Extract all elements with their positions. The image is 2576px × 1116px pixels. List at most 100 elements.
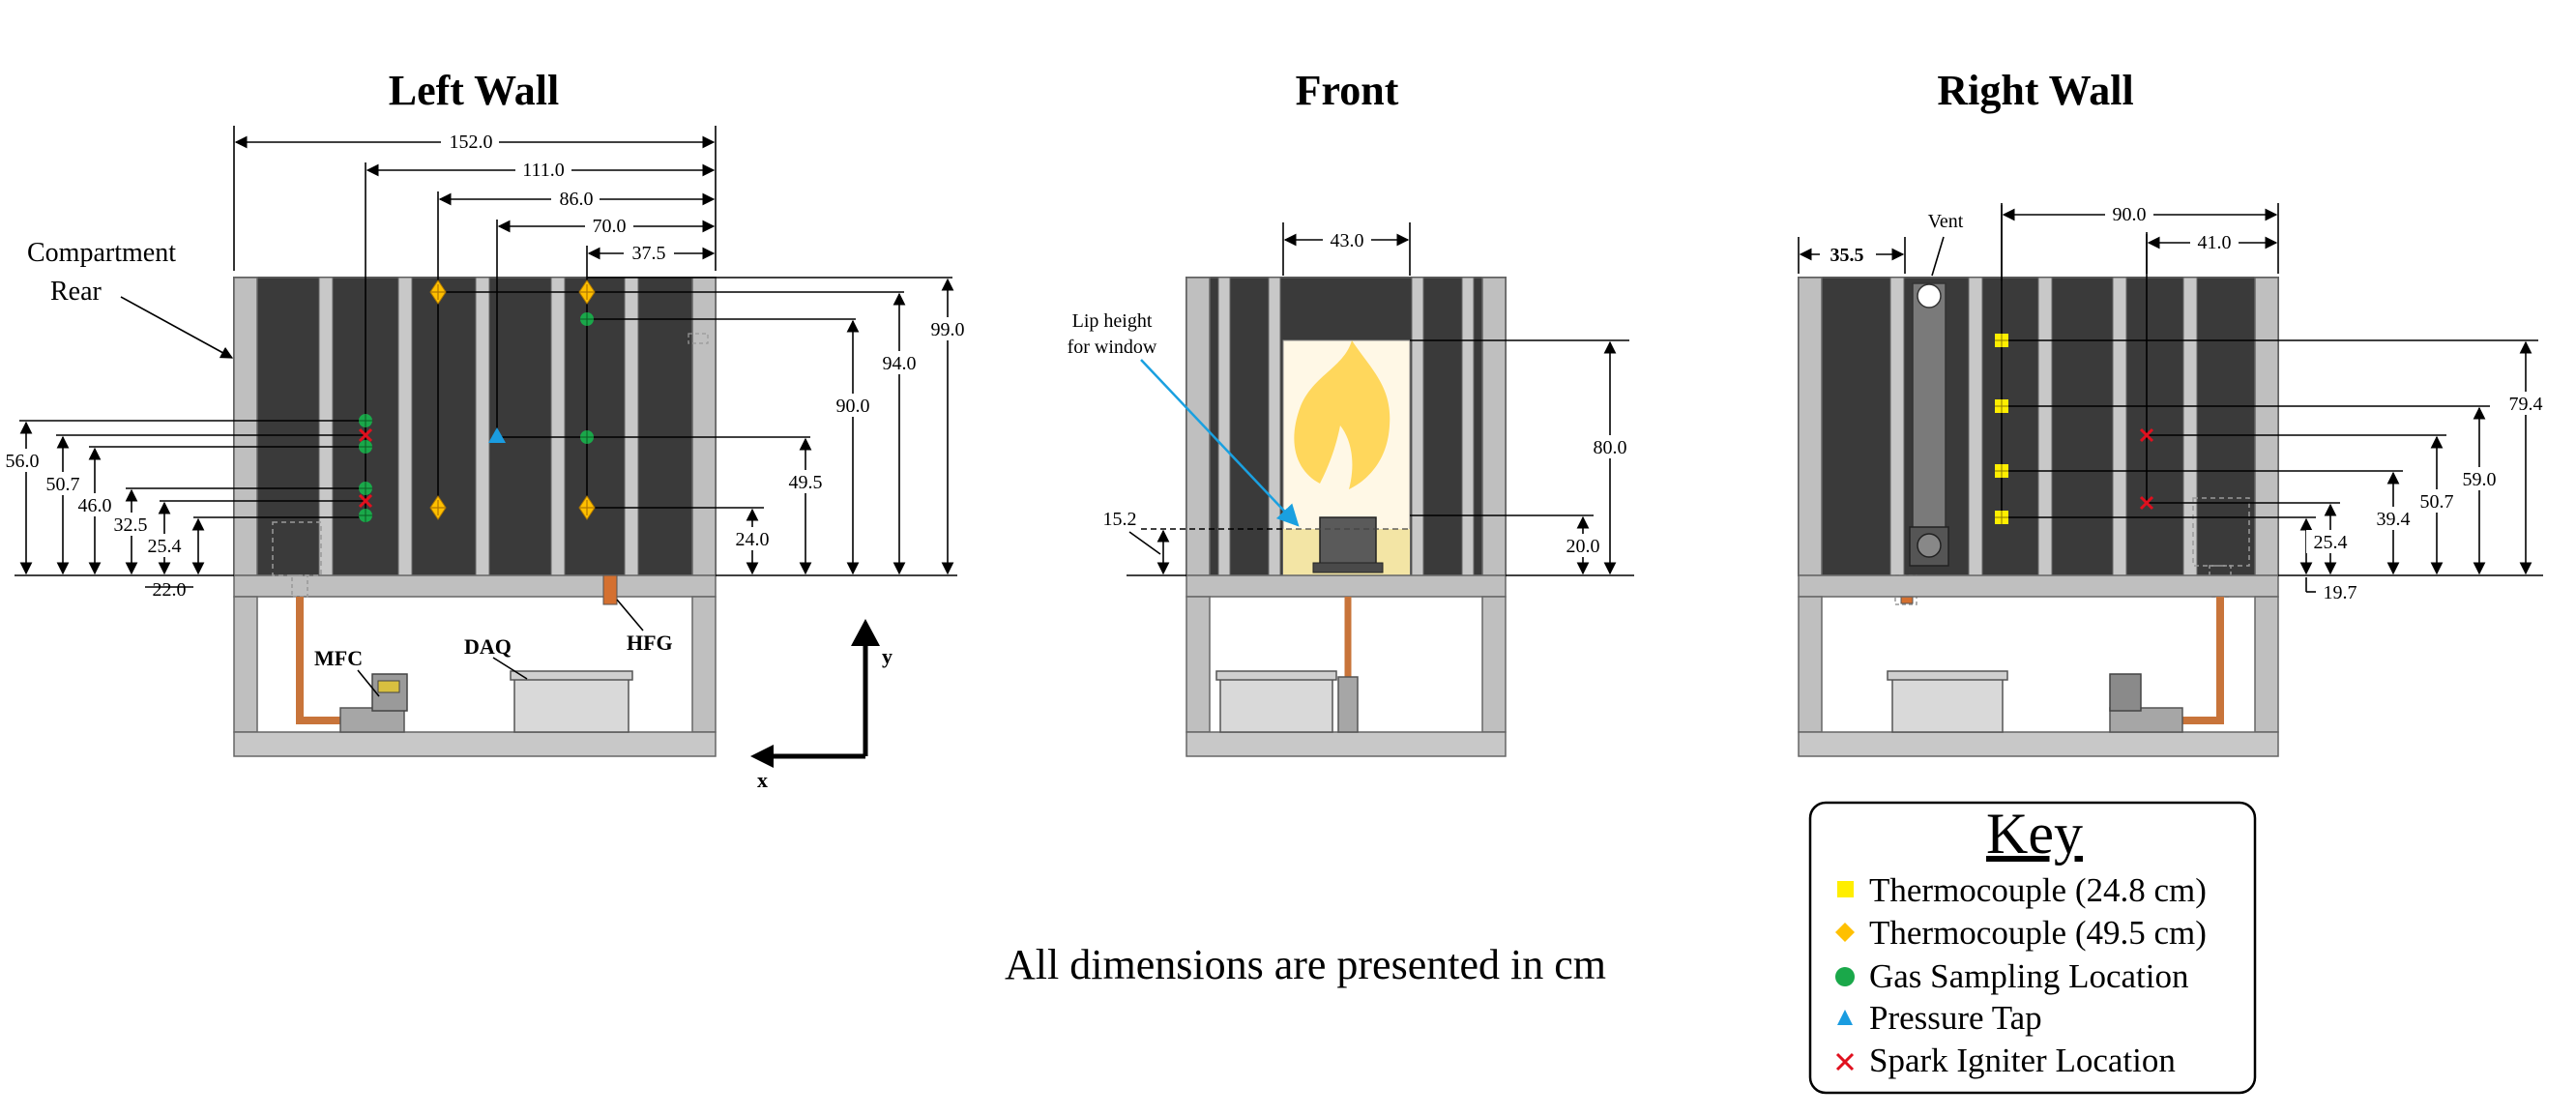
key-item-thermocouple-49: Thermocouple (49.5 cm) <box>1835 914 2207 952</box>
dim-39: 39.4 <box>2377 509 2411 530</box>
dim-49: 49.5 <box>789 472 823 493</box>
left-fuel-pipe <box>296 597 340 724</box>
compartment-rear-label-line1: Compartment <box>27 238 176 268</box>
right-wall-view: Right Wall <box>1798 67 2550 757</box>
green-circle-icon <box>1835 967 1855 986</box>
legend-key: Key Thermocouple (24.8 cm) Thermocouple … <box>1808 801 2257 1095</box>
dim-152: 152.0 <box>450 132 493 153</box>
dim-25-right: 25.4 <box>2314 532 2348 553</box>
dim-80: 80.0 <box>1594 437 1627 458</box>
dim-86: 86.0 <box>560 189 594 210</box>
left-wall-base <box>233 731 717 757</box>
dim-15: 15.2 <box>1103 509 1137 530</box>
left-wall-floor <box>233 574 717 598</box>
red-x-icon <box>2139 495 2154 511</box>
dim-50: 50.7 <box>46 474 80 495</box>
left-right-dimensions: 99.0 94.0 90.0 49.5 24.0 <box>728 278 972 575</box>
dim-46: 46.0 <box>78 495 112 516</box>
key-item-spark-igniter: Spark Igniter Location <box>1835 1042 2176 1079</box>
daq-label: DAQ <box>464 634 512 659</box>
key-title: Key <box>1986 802 2083 866</box>
dim-56: 56.0 <box>6 451 40 472</box>
dim-37: 37.5 <box>632 243 666 264</box>
key-item-pressure-tap: Pressure Tap <box>1837 999 2042 1037</box>
dim-35: 35.5 <box>1830 245 1864 266</box>
dim-32: 32.5 <box>114 514 148 536</box>
key-item-label: Pressure Tap <box>1869 999 2042 1037</box>
xy-axis: y x <box>750 619 893 792</box>
red-x-icon <box>358 493 373 509</box>
right-sensors <box>1995 334 2154 524</box>
green-circle-icon <box>580 430 594 444</box>
left-wall-panel <box>233 277 717 576</box>
green-circle-icon <box>359 440 372 454</box>
axis-y-label: y <box>882 644 893 668</box>
key-item-thermocouple-24: Thermocouple (24.8 cm) <box>1837 871 2207 909</box>
green-circle-icon <box>359 482 372 495</box>
dim-50-right: 50.7 <box>2420 491 2454 513</box>
dim-19: 19.7 <box>2324 582 2357 603</box>
left-wall-studs <box>318 277 639 576</box>
left-top-dimensions: 152.0 111.0 86.0 70.0 37.5 <box>233 126 717 271</box>
left-left-leaders <box>15 420 366 576</box>
red-x-icon <box>2139 427 2154 443</box>
red-x-icon <box>358 427 373 443</box>
dim-20: 20.0 <box>1566 536 1600 557</box>
green-circle-icon <box>359 509 372 522</box>
compartment-rear-label-line2: Rear <box>50 277 102 307</box>
dim-24: 24.0 <box>736 529 770 550</box>
key-item-label: Gas Sampling Location <box>1869 957 2189 995</box>
key-item-label: Thermocouple (24.8 cm) <box>1869 871 2207 909</box>
left-wall-frame-right <box>691 277 717 576</box>
lip-label-line2: for window <box>1068 337 1157 358</box>
yellow-square-icon <box>1995 464 2008 478</box>
left-wall-view: Left Wall MFC DAQ HFG <box>0 67 972 792</box>
daq-box <box>513 676 629 733</box>
orange-diamond-icon <box>1835 923 1855 942</box>
blue-triangle-icon <box>488 427 506 443</box>
vent-duct <box>1912 282 1947 565</box>
left-wall-title: Left Wall <box>389 67 559 114</box>
yellow-square-icon <box>1995 399 2008 413</box>
lip-label-line1: Lip height <box>1072 310 1153 332</box>
vent-label: Vent <box>1928 211 1964 232</box>
orange-diamond-icon <box>429 495 447 520</box>
axis-x-label: x <box>757 768 768 792</box>
dim-79: 79.4 <box>2509 394 2543 415</box>
key-item-label: Thermocouple (49.5 cm) <box>1869 914 2207 952</box>
left-wall-burner-outline <box>272 521 322 576</box>
key-box <box>1808 801 2257 1095</box>
hfg-sensor <box>602 574 618 605</box>
dim-111: 111.0 <box>522 160 565 181</box>
orange-diamond-icon <box>429 279 447 305</box>
left-sensors <box>358 279 596 522</box>
dim-70: 70.0 <box>593 216 627 237</box>
mfc-label: MFC <box>314 646 363 670</box>
key-item-label: Spark Igniter Location <box>1869 1042 2176 1079</box>
yellow-square-icon <box>1995 334 2008 347</box>
dim-90: 90.0 <box>836 396 870 417</box>
mfc-device <box>339 707 405 733</box>
blue-triangle-icon <box>1837 1010 1853 1025</box>
hfg-label: HFG <box>627 631 673 655</box>
orange-diamond-icon <box>578 495 596 520</box>
dim-25: 25.4 <box>148 536 182 557</box>
front-title: Front <box>1296 67 1399 114</box>
green-circle-icon <box>359 414 372 427</box>
yellow-square-icon <box>1995 511 2008 524</box>
key-item-gas-sampling: Gas Sampling Location <box>1835 957 2189 995</box>
dim-94: 94.0 <box>883 353 917 374</box>
dim-99: 99.0 <box>931 319 965 340</box>
left-right-leaders <box>438 277 957 576</box>
left-wall-frame-left <box>233 277 258 576</box>
orange-diamond-icon <box>578 279 596 305</box>
dimensions-note: All dimensions are presented in cm <box>1005 941 1606 988</box>
left-left-dimensions: 56.0 50.7 46.0 32.5 25.4 22.0 <box>0 421 205 601</box>
vent-opening <box>1917 283 1942 308</box>
left-wall-leg-left <box>233 596 258 733</box>
right-wall-title: Right Wall <box>1937 67 2133 114</box>
dim-43: 43.0 <box>1331 230 1364 251</box>
dim-41: 41.0 <box>2198 232 2232 253</box>
front-burner <box>1319 516 1377 567</box>
